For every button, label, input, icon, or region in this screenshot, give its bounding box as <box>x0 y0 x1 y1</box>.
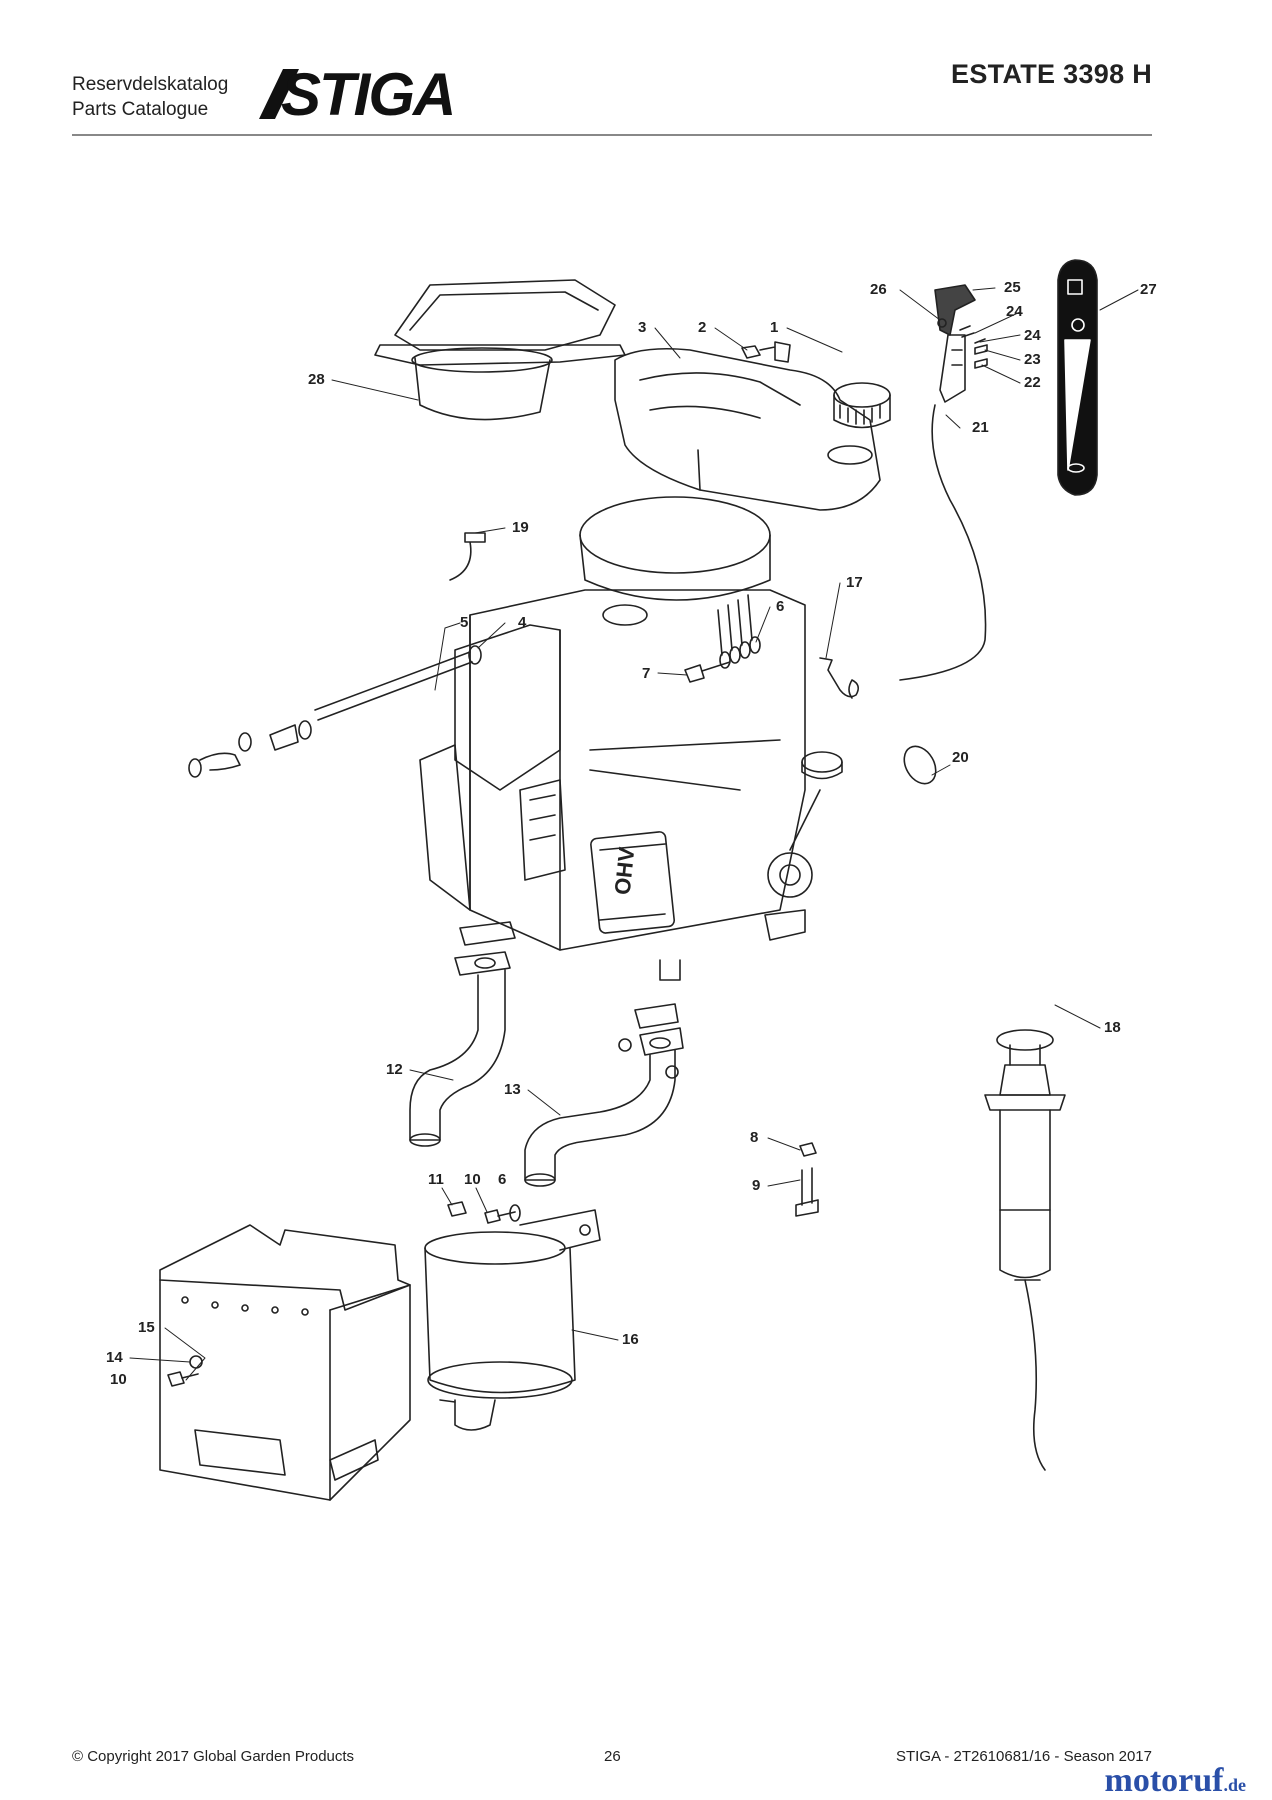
callout-25: 25 <box>1004 279 1021 296</box>
callout-15: 15 <box>138 1319 155 1336</box>
part-4-hose-clamp <box>468 645 482 665</box>
part-14-washer <box>189 1355 203 1369</box>
part-3-fuel-tank <box>614 347 881 511</box>
callout-24-upper: 24 <box>1006 303 1023 320</box>
part-16-muffler <box>424 1209 601 1431</box>
callout-23: 23 <box>1024 351 1041 368</box>
watermark-name: motoruf <box>1104 1762 1224 1799</box>
ohv-engine-label: OHV <box>610 846 640 896</box>
part-12-exhaust-pipe <box>409 969 506 1147</box>
callout-numbers: 1 2 3 4 5 6 7 8 9 10 11 12 13 14 15 16 1… <box>106 279 1157 1388</box>
part-23-washer <box>974 344 988 355</box>
stiga-logo: STIGA <box>259 63 456 121</box>
part-20-hose-clamp <box>903 745 937 785</box>
part-19-clip <box>449 532 486 581</box>
part-10-bolt-lower <box>167 1371 199 1387</box>
callout-24-lower: 24 <box>1024 327 1041 344</box>
callout-13: 13 <box>504 1081 521 1098</box>
tank-filler-neck <box>827 445 873 465</box>
callout-6-lower: 6 <box>498 1171 506 1188</box>
part-5-fuel-hose <box>314 651 473 721</box>
callout-9: 9 <box>752 1177 760 1194</box>
callout-leaders <box>129 287 1139 1381</box>
part-6-washer-lower <box>509 1204 521 1222</box>
part-10-bolt-upper <box>484 1209 516 1224</box>
callout-20: 20 <box>952 749 969 766</box>
catalog-reference: STIGA - 2T2610681/16 - Season 2017 <box>895 1748 1152 1765</box>
callout-1: 1 <box>770 319 778 336</box>
part-15-heat-shield <box>159 1224 411 1501</box>
callout-18: 18 <box>1104 1019 1121 1036</box>
callout-6-upper: 6 <box>776 598 784 615</box>
callout-17: 17 <box>846 574 863 591</box>
watermark-tld: .de <box>1223 1775 1247 1795</box>
callout-27: 27 <box>1140 281 1157 298</box>
part-27-throttle-decal <box>1057 259 1098 496</box>
part-7-bolt <box>684 661 731 683</box>
callout-19: 19 <box>512 519 529 536</box>
part-26-screw <box>937 318 947 328</box>
part-8-nut <box>799 1142 817 1157</box>
callout-16: 16 <box>622 1331 639 1348</box>
callout-21: 21 <box>972 419 989 436</box>
part-11-nut <box>447 1201 467 1217</box>
part-9-bolt <box>795 1167 819 1217</box>
part-21-throttle-control <box>899 334 987 681</box>
copyright-text: © Copyright 2017 Global Garden Products <box>72 1748 355 1765</box>
part-1-fuel-cap <box>833 382 891 429</box>
page-footer: © Copyright 2017 Global Garden Products … <box>72 1748 1152 1772</box>
part-28-air-duct <box>374 279 626 421</box>
callout-22: 22 <box>1024 374 1041 391</box>
callout-2: 2 <box>698 319 706 336</box>
callout-3: 3 <box>638 319 646 336</box>
callout-12: 12 <box>386 1061 403 1078</box>
callout-4: 4 <box>518 614 527 631</box>
part-22-nut <box>974 358 988 369</box>
callout-5: 5 <box>460 614 468 631</box>
exhaust-gasket-left <box>454 921 516 976</box>
page-number: 26 <box>604 1748 621 1765</box>
catalog-title-swedish: Reservdelskatalog <box>72 74 229 95</box>
callout-7: 7 <box>642 665 650 682</box>
part-18-oil-syringe <box>984 1029 1066 1471</box>
part-25-throttle-knob <box>934 284 976 336</box>
part-17-spring <box>819 657 860 699</box>
exploded-parts-diagram: OHV <box>0 150 1272 1710</box>
callout-10-upper: 10 <box>464 1171 481 1188</box>
part-6-washers <box>717 594 761 669</box>
fuel-filter <box>188 720 312 778</box>
header-divider <box>72 134 1152 136</box>
callout-10-lower: 10 <box>110 1371 127 1388</box>
part-13-exhaust-pipe <box>524 1049 676 1187</box>
model-title: ESTATE 3398 H <box>951 59 1152 89</box>
parts-diagram-svg: OHV <box>106 259 1157 1501</box>
engine-block: OHV <box>419 496 843 981</box>
callout-26: 26 <box>870 281 887 298</box>
page-header: Reservdelskatalog Parts Catalogue STIGA … <box>72 55 1152 135</box>
callout-11: 11 <box>428 1171 444 1188</box>
callout-28: 28 <box>308 371 325 388</box>
brand-logo-text: STIGA <box>281 63 454 121</box>
part-24-spring <box>959 325 986 344</box>
motoruf-watermark: motoruf.de <box>1105 1762 1246 1800</box>
callout-14: 14 <box>106 1349 123 1366</box>
callout-8: 8 <box>750 1129 758 1146</box>
catalog-title-english: Parts Catalogue <box>72 99 209 120</box>
part-2-bolt <box>741 341 791 363</box>
exhaust-gasket-right <box>618 1003 684 1079</box>
